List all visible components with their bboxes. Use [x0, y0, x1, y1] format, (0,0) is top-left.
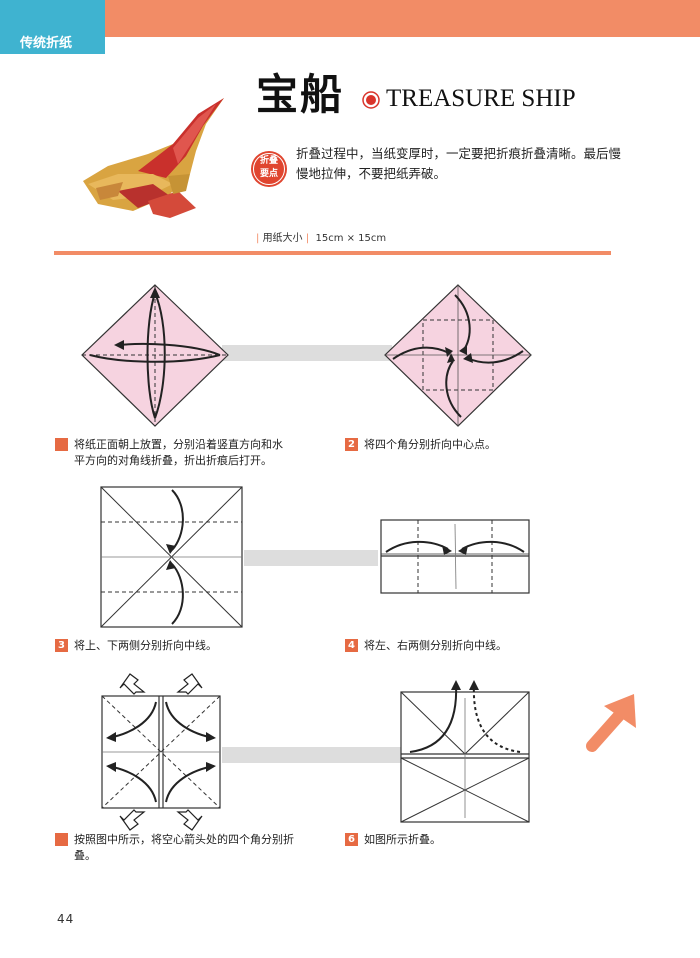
section-tab-label: 传统折纸 [20, 36, 73, 51]
page-number: 44 [57, 912, 75, 926]
step-number: 6 [345, 833, 358, 846]
step2-diagram [384, 284, 532, 427]
step-number: 5 [49, 833, 68, 846]
treasure-ship-photo [83, 98, 224, 218]
step-number: 3 [55, 639, 68, 652]
section-tab: 传统折纸 [0, 0, 105, 54]
page-title-cn: 宝船 [256, 70, 345, 119]
title-bullet-icon [362, 91, 380, 109]
section-divider [54, 251, 611, 255]
step4-diagram [380, 519, 530, 594]
step-connector [222, 345, 392, 361]
step5-diagram [101, 673, 221, 831]
paper-size: | 用纸大小 | 15cm × 15cm [256, 233, 387, 244]
step-number: 2 [345, 438, 358, 451]
tip-badge-icon [251, 151, 287, 187]
step-connector [244, 550, 378, 566]
step1-diagram [81, 284, 229, 427]
step-connector [222, 747, 402, 763]
folding-tip: 折叠过程中，当纸变厚时，一定要把折痕折叠清晰。最后慢慢地拉伸，不要把纸弄破。 [296, 146, 622, 181]
step-number: 1 [49, 438, 68, 451]
step6-diagram [400, 680, 530, 823]
header-bar [105, 0, 700, 37]
step-number: 4 [345, 639, 358, 652]
step3-diagram [100, 486, 243, 628]
tip-badge-label: 折叠要点 [259, 156, 278, 179]
page-title-en: TREASURE SHIP [386, 85, 576, 112]
next-page-arrow-icon [586, 694, 636, 752]
